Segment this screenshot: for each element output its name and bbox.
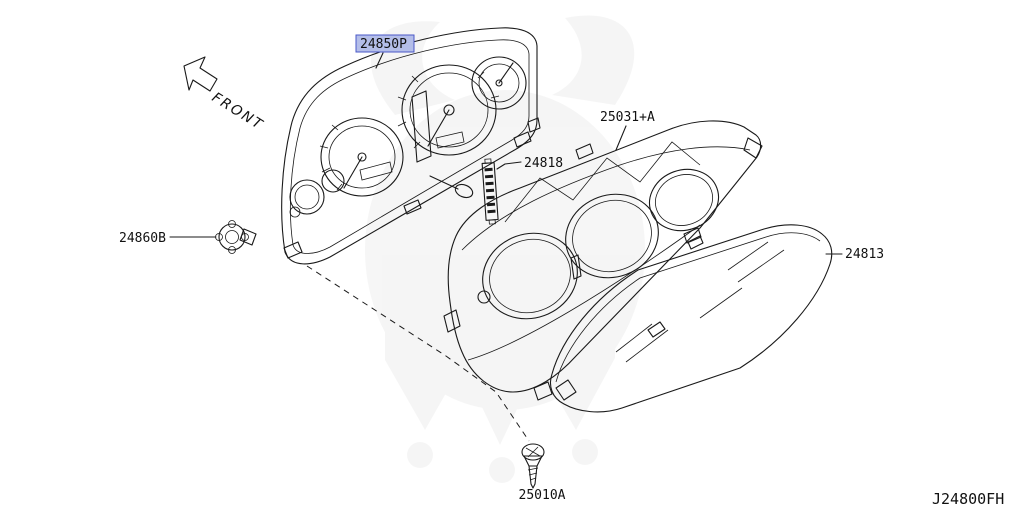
- front-arrow-icon: [183, 56, 218, 92]
- assembly-dashed-line: [306, 265, 530, 442]
- part-number-text: 24850P: [360, 37, 407, 52]
- diagram-code: J24800FH: [932, 490, 1004, 508]
- clip-part: [215, 220, 257, 254]
- screw-part: [521, 443, 545, 489]
- highlight-box: [355, 34, 415, 53]
- mounting-tab: [403, 199, 422, 215]
- leader-line-24850P: [375, 52, 384, 69]
- small-gauges: [289, 169, 345, 218]
- tachometer-gauge: [319, 117, 404, 197]
- part-label-25031A[interactable]: 25031+A: [600, 110, 655, 125]
- bulb-strip-part: [481, 158, 499, 225]
- leader-line-25031A: [615, 125, 627, 151]
- lcd-display-bar: [411, 90, 432, 163]
- part-label-24818[interactable]: 24818: [524, 156, 563, 171]
- meter-housing-part: [443, 120, 763, 401]
- front-label: FRONT: [209, 90, 267, 134]
- trip-reset-knob: [429, 175, 474, 199]
- part-label-24850P[interactable]: 24850P: [355, 34, 415, 53]
- instrument-cluster-part: [281, 27, 541, 265]
- mounting-tab: [513, 131, 532, 148]
- fuel-temp-gauge: [471, 56, 527, 110]
- mounting-tab: [283, 241, 303, 259]
- lens-cover-part: [549, 224, 833, 413]
- leader-line-24818: [496, 161, 522, 170]
- speedometer-gauge: [397, 64, 500, 156]
- front-direction-arrow: FRONT: [183, 56, 267, 134]
- mounting-tab: [527, 117, 541, 133]
- part-label-24813[interactable]: 24813: [845, 247, 884, 262]
- part-label-25010A[interactable]: 25010A: [519, 488, 566, 503]
- part-label-24860B[interactable]: 24860B: [119, 231, 166, 246]
